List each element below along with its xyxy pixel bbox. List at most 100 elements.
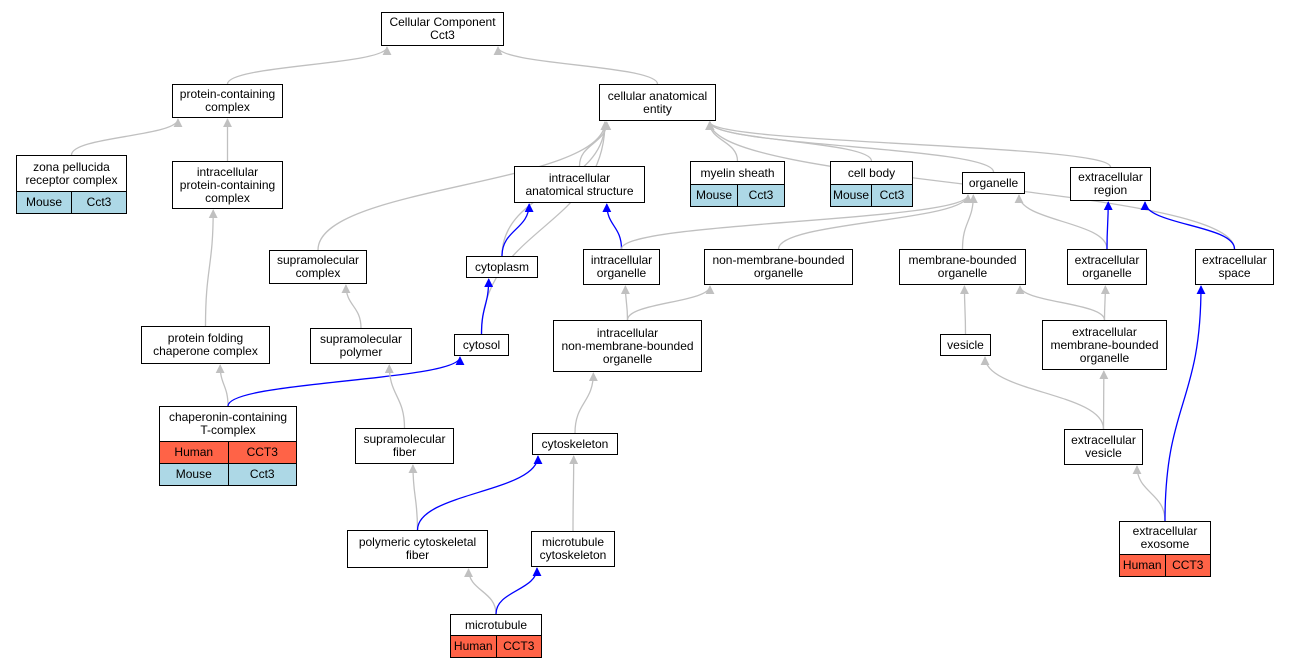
node-pcf[interactable]: polymeric cytoskeletal fiber <box>347 530 488 568</box>
node-label: non-membrane-bounded organelle <box>712 253 845 280</box>
edge-pcf-to-supfib <box>408 464 419 531</box>
species-cell: Mouse <box>25 195 63 209</box>
species-cell: Human <box>453 639 493 653</box>
edge-pcc-to-root <box>226 46 392 85</box>
node-cae[interactable]: cellular anatomical entity <box>599 84 716 121</box>
edge-cae-to-root <box>493 46 659 85</box>
edge-suppoly-to-supcx <box>341 284 362 329</box>
node-mtcs[interactable]: microtubule cytoskeleton <box>531 531 615 567</box>
edge-exo-to-exves <box>1132 465 1166 522</box>
node-label: supramolecular fiber <box>363 432 446 459</box>
node-nmbo[interactable]: non-membrane-bounded organelle <box>704 249 853 285</box>
edge-exspace-to-exreg <box>1140 201 1236 250</box>
node-organelle[interactable]: organelle <box>962 172 1025 194</box>
node-label: chaperonin-containing T-complex <box>168 410 288 437</box>
node-intorg[interactable]: intracellular organelle <box>583 249 660 285</box>
node-supfib[interactable]: supramolecular fiber <box>355 428 454 464</box>
edge-organelle-to-cae <box>705 121 995 173</box>
node-label: membrane-bounded organelle <box>908 253 1017 280</box>
node-label: vesicle <box>947 337 984 352</box>
gene-cell: Cct3 <box>737 185 784 206</box>
gene-cell: Cct3 <box>71 192 126 213</box>
node-pfcc[interactable]: protein folding chaperone complex <box>141 326 270 364</box>
edge-myelin-to-cae <box>705 121 739 162</box>
node-vesicle[interactable]: vesicle <box>940 334 991 356</box>
edge-inmbo-to-nmbo <box>626 285 715 321</box>
node-ipcc[interactable]: intracellular protein-containing complex <box>172 161 283 209</box>
edge-mbo-to-organelle <box>961 194 978 250</box>
edge-pfcc-to-ipcc <box>204 209 218 327</box>
species-cell: Mouse <box>175 467 212 481</box>
node-label: microtubule cytoskeleton <box>539 535 607 562</box>
edge-cct-to-pfcc <box>215 364 229 407</box>
node-label: microtubule <box>464 617 528 632</box>
edge-exorg-to-exreg <box>1103 201 1113 250</box>
edge-exo-to-exspace <box>1164 285 1206 522</box>
node-label: cytoplasm <box>474 259 530 274</box>
gene-cell: Cct3 <box>871 185 912 206</box>
node-label: intracellular protein-containing complex <box>179 164 276 205</box>
node-cytosk[interactable]: cytoskeleton <box>532 433 618 455</box>
edge-nmbo-to-organelle <box>777 194 973 250</box>
edge-inmbo-to-intorg <box>620 285 630 321</box>
node-label: extracellular space <box>1202 253 1267 280</box>
node-root[interactable]: Cellular Component Cct3 <box>381 12 504 46</box>
node-label: extracellular region <box>1078 170 1143 197</box>
node-ias[interactable]: intracellular anatomical structure <box>514 166 645 203</box>
gene-cell: CCT3 <box>495 636 542 657</box>
gene-cell: CCT3 <box>1164 555 1211 576</box>
node-label: polymeric cytoskeletal fiber <box>358 535 477 562</box>
edge-mt-to-mtcs <box>495 567 542 615</box>
edge-mt-to-pcf <box>464 568 497 615</box>
species-cell: Mouse <box>832 188 870 202</box>
edge-pcf-to-cytosk <box>416 455 543 531</box>
node-exves[interactable]: extracellular vesicle <box>1064 429 1143 465</box>
edge-vesicle-to-mbo <box>959 285 969 335</box>
node-exspace[interactable]: extracellular space <box>1195 249 1274 285</box>
node-label: cell body <box>847 165 896 180</box>
node-exreg[interactable]: extracellular region <box>1070 167 1151 201</box>
node-label: extracellular organelle <box>1074 253 1140 280</box>
node-label: cytoskeleton <box>541 436 609 451</box>
node-exmbo[interactable]: extracellular membrane-bounded organelle <box>1042 320 1167 370</box>
edge-supfib-to-suppoly <box>384 364 406 429</box>
annotation-row-mouse: Mouse Cct3 <box>691 184 784 206</box>
species-cell: Human <box>1122 558 1162 572</box>
species-cell: Mouse <box>695 188 733 202</box>
node-label: supramolecular polymer <box>319 332 403 359</box>
edge-cytosk-to-inmbo <box>574 372 598 434</box>
node-label: intracellular non-membrane-bounded organ… <box>561 325 694 366</box>
edge-cytosol-to-cae <box>480 121 610 335</box>
node-label: protein-containing complex <box>179 87 276 114</box>
node-supcx[interactable]: supramolecular complex <box>269 250 367 284</box>
node-cytosol[interactable]: cytosol <box>454 334 509 356</box>
node-label: extracellular exosome <box>1132 524 1198 551</box>
node-cytoplasm[interactable]: cytoplasm <box>466 256 538 278</box>
node-inmbo[interactable]: intracellular non-membrane-bounded organ… <box>553 320 702 372</box>
edge-cytoplasm-to-ias <box>501 203 534 257</box>
edge-supcx-to-cae <box>317 121 610 251</box>
node-suppoly[interactable]: supramolecular polymer <box>310 328 412 364</box>
edge-zona-to-pcc <box>70 118 183 156</box>
node-exorg[interactable]: extracellular organelle <box>1067 249 1147 285</box>
edge-exorg-to-organelle <box>1014 194 1108 250</box>
edge-cct-to-cytosol <box>227 356 465 407</box>
node-label: organelle <box>968 175 1019 190</box>
node-mbo[interactable]: membrane-bounded organelle <box>899 249 1026 285</box>
node-label: zona pellucida receptor complex <box>25 159 118 187</box>
edge-mtcs-to-cytosk <box>569 455 579 532</box>
gene-cell: CCT3 <box>227 442 297 463</box>
node-label: Cellular Component Cct3 <box>389 15 496 42</box>
node-pcc[interactable]: protein-containing complex <box>172 84 283 118</box>
edge-cytosol-to-cytoplasm <box>480 278 494 335</box>
edge-intorg-to-ias <box>602 203 623 250</box>
